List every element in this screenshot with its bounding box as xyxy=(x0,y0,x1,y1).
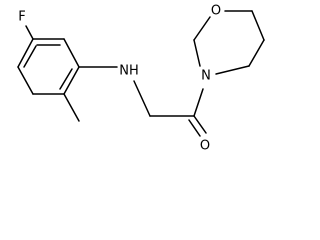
carbonyl-amide-bond xyxy=(193,88,204,117)
morpholine-oxygen-label: O xyxy=(211,4,221,19)
ring-bond xyxy=(63,66,80,95)
ring-bond xyxy=(193,39,201,67)
morpholine-nitrogen-label: N xyxy=(201,69,211,84)
amine-label: NH xyxy=(119,64,139,79)
structure-canvas: F NH N O O xyxy=(17,4,265,154)
fluoro-bond xyxy=(25,25,34,40)
molecule-diagram: F NH N O O xyxy=(17,4,265,154)
ring-bond xyxy=(215,65,250,75)
ring-bond xyxy=(17,66,34,95)
carbonyl-double-bond xyxy=(193,115,207,134)
ring-bond xyxy=(63,38,80,68)
benzene-ring xyxy=(17,38,80,95)
ring-double-bond xyxy=(59,68,73,90)
ring-bond xyxy=(193,16,211,41)
ring-bond xyxy=(248,39,265,67)
amine-ch2-bond xyxy=(133,80,151,117)
morpholine-ring xyxy=(193,10,265,75)
ring-bond xyxy=(17,38,34,68)
methyl-bond xyxy=(63,93,80,122)
ring-double-bond xyxy=(23,45,37,68)
fluorine-label: F xyxy=(18,10,25,25)
carbonyl-double-bond xyxy=(188,119,201,137)
ring-bond xyxy=(251,10,265,41)
carbonyl-oxygen-label: O xyxy=(200,139,210,154)
